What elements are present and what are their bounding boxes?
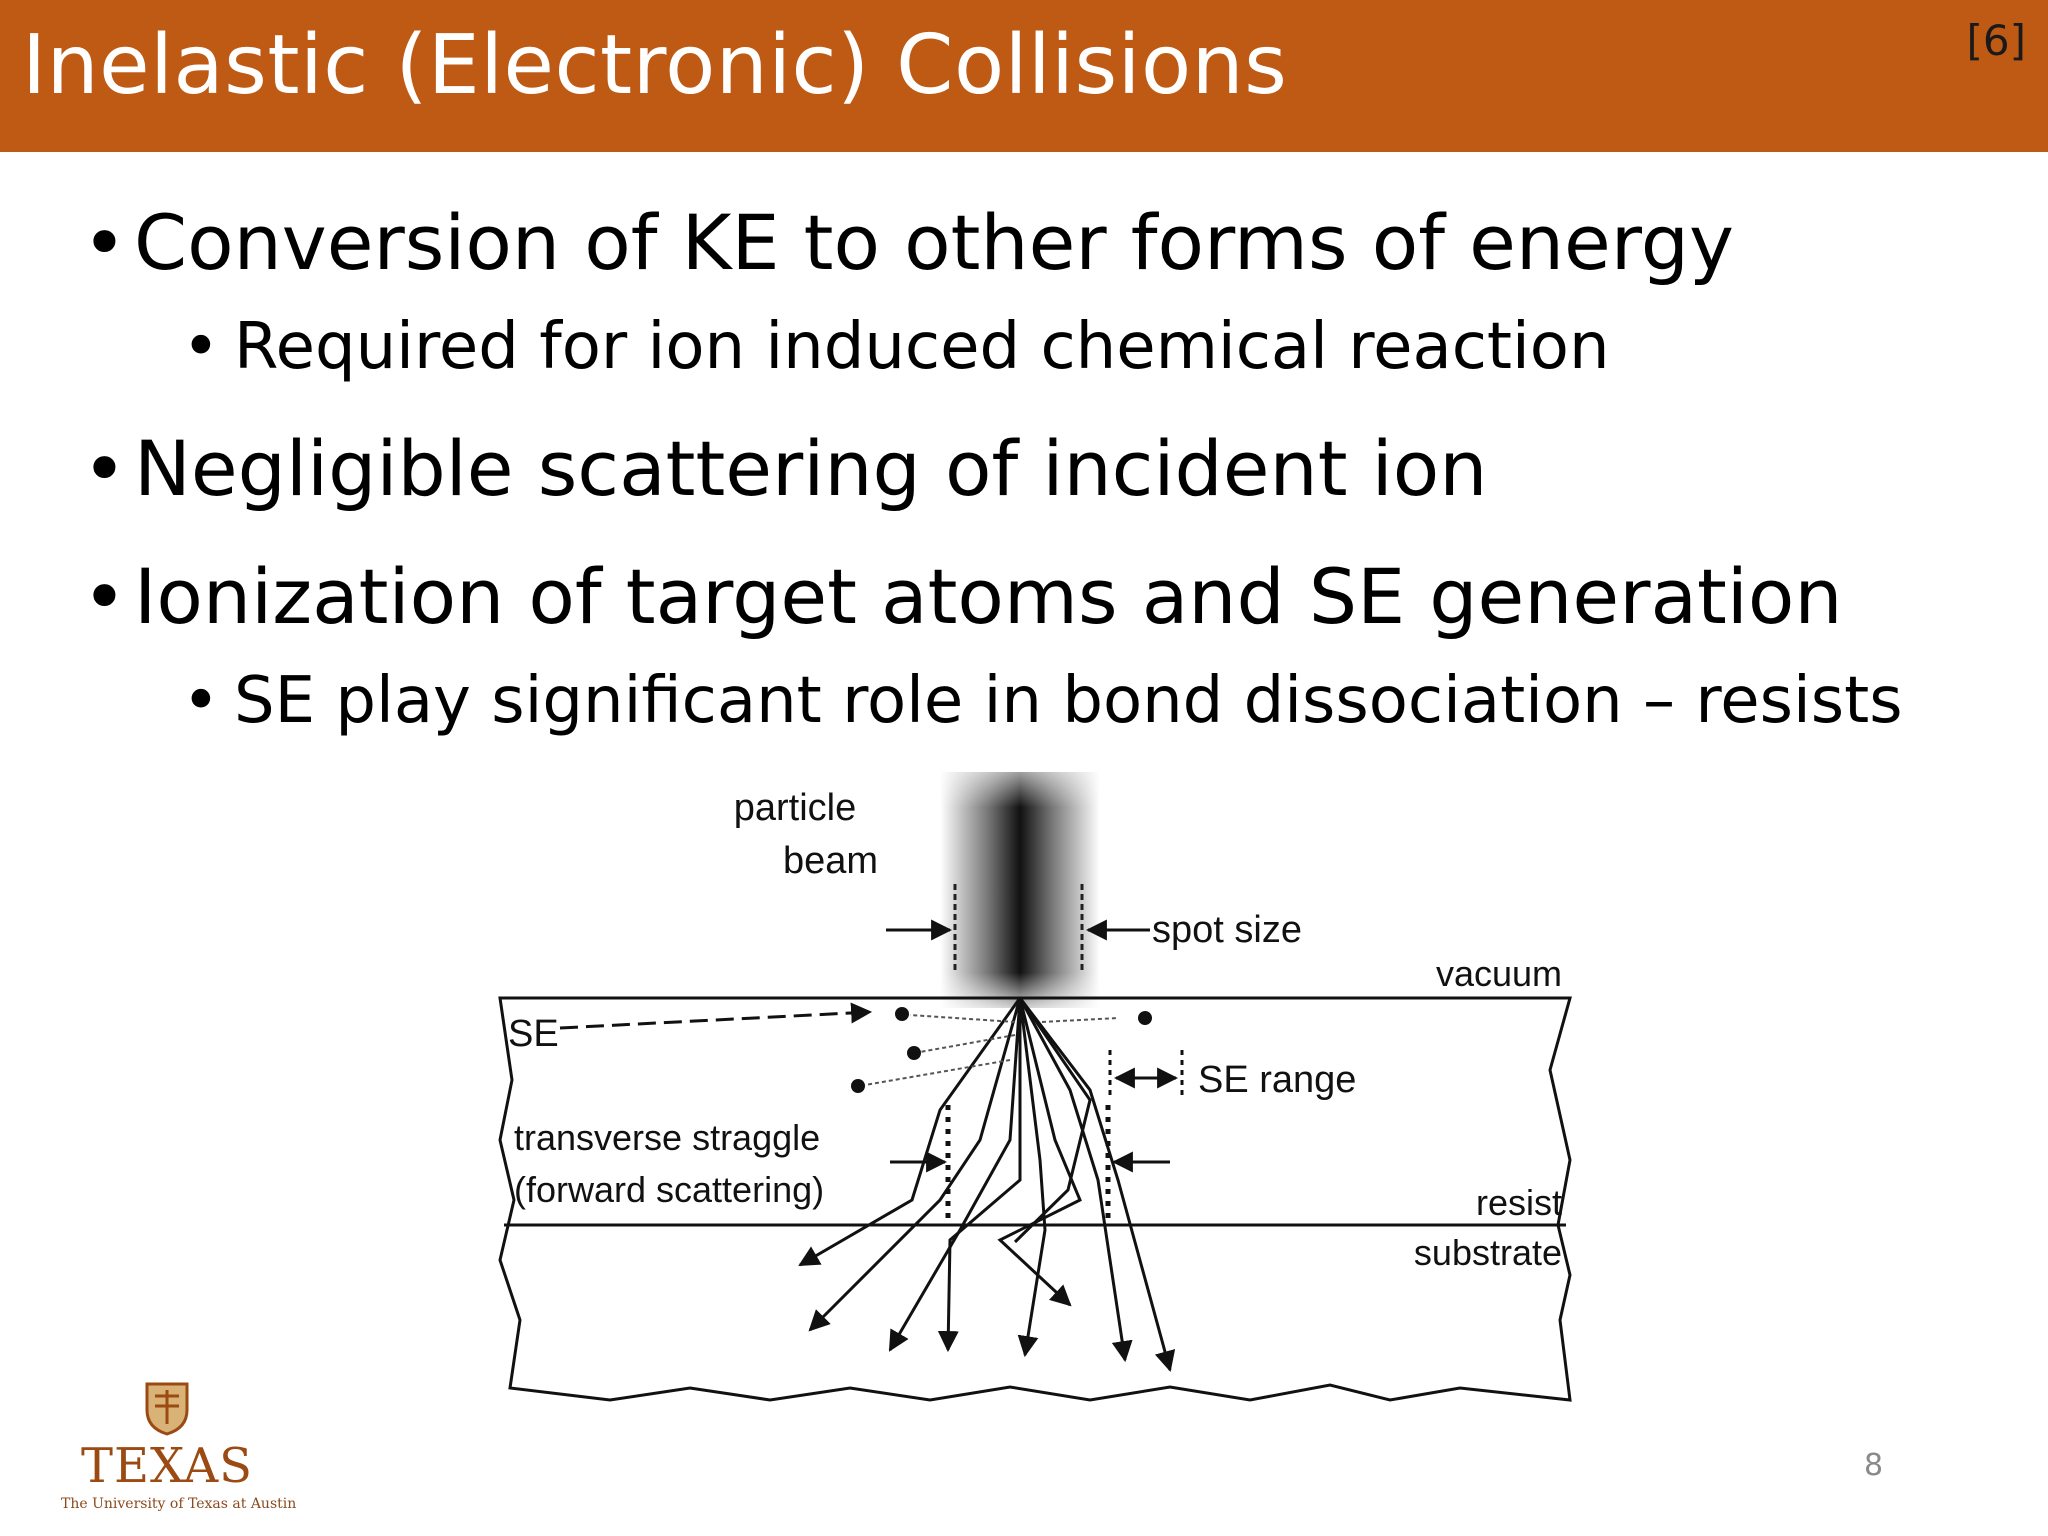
electron-dot-icon bbox=[907, 1046, 921, 1060]
label-forward-scattering: (forward scattering) bbox=[514, 1169, 824, 1210]
label-vacuum: vacuum bbox=[1436, 953, 1562, 994]
electron-dot-icon bbox=[1138, 1011, 1152, 1025]
label-substrate: substrate bbox=[1414, 1232, 1562, 1273]
logo-wordmark: TEXAS bbox=[81, 1438, 254, 1494]
label-resist: resist bbox=[1476, 1182, 1562, 1223]
bullet-item: •Negligible scattering of incident ion bbox=[82, 424, 1487, 513]
electron-dot-icon bbox=[895, 1007, 909, 1021]
label-beam: beam bbox=[783, 840, 878, 882]
bullet-text: Conversion of KE to other forms of energ… bbox=[134, 198, 1734, 287]
bullet-dot-icon: • bbox=[182, 664, 220, 738]
reference-tag: [6] bbox=[1966, 16, 2027, 65]
label-particle: particle bbox=[734, 787, 857, 829]
bullet-text: Ionization of target atoms and SE genera… bbox=[134, 552, 1843, 641]
resist-layer bbox=[498, 996, 1572, 1402]
bullet-item: •Conversion of KE to other forms of ener… bbox=[82, 198, 1734, 287]
page-number: 8 bbox=[1864, 1448, 1884, 1483]
bullet-text: Negligible scattering of incident ion bbox=[134, 424, 1488, 513]
university-logo: TEXAS The University of Texas at Austin bbox=[55, 1380, 297, 1520]
label-se: SE bbox=[508, 1013, 559, 1055]
ion-beam-diagram: particle beam spot size vacuum SE SE ran… bbox=[498, 772, 1572, 1402]
bullet-text: SE play significant role in bond dissoci… bbox=[234, 664, 1903, 738]
sub-bullet-item: •Required for ion induced chemical react… bbox=[182, 310, 1610, 384]
bullet-dot-icon: • bbox=[82, 552, 127, 641]
label-straggle: transverse straggle bbox=[514, 1117, 820, 1158]
label-spot-size: spot size bbox=[1152, 909, 1302, 951]
slide-title: Inelastic (Electronic) Collisions bbox=[22, 18, 1288, 113]
label-se-range: SE range bbox=[1198, 1059, 1356, 1101]
bullet-dot-icon: • bbox=[82, 198, 127, 287]
logo-subtitle: The University of Texas at Austin bbox=[61, 1496, 297, 1512]
bullet-dot-icon: • bbox=[82, 424, 127, 513]
title-bar: Inelastic (Electronic) Collisions [6] bbox=[0, 0, 2048, 152]
bullet-dot-icon: • bbox=[182, 310, 220, 384]
bullet-text: Required for ion induced chemical reacti… bbox=[234, 310, 1610, 384]
seal-icon bbox=[145, 1382, 189, 1436]
sub-bullet-item: •SE play significant role in bond dissoc… bbox=[182, 664, 1903, 738]
electron-dot-icon bbox=[851, 1079, 865, 1093]
bullet-item: •Ionization of target atoms and SE gener… bbox=[82, 552, 1843, 641]
